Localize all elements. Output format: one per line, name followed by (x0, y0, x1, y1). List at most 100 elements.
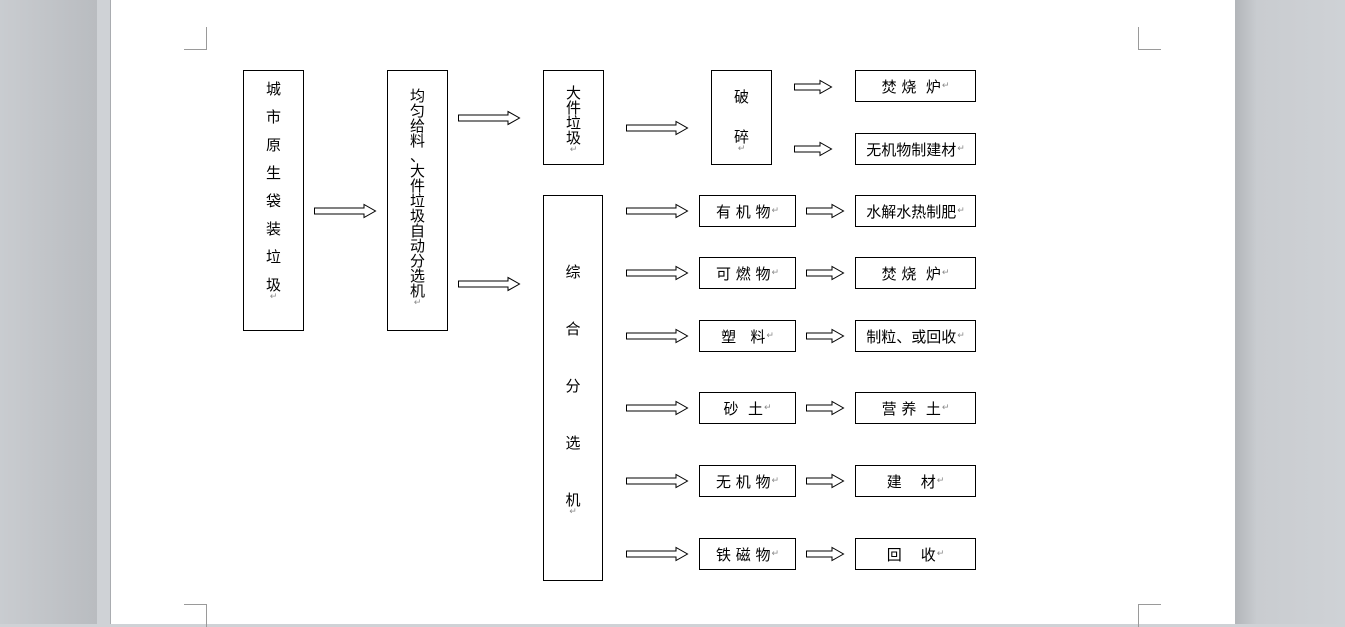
crop-mark-bottom-right (1138, 604, 1161, 627)
fraction-label: 砂 土 (723, 399, 763, 418)
crop-mark-top-left (184, 27, 207, 50)
product-box-recycle: 回 收↵ (855, 538, 976, 570)
vertical-text-char: 垃 (409, 192, 425, 210)
arrow-icon (626, 328, 689, 344)
paragraph-mark-icon: ↵ (569, 507, 577, 517)
vertical-text-char: 匀 (409, 102, 425, 120)
arrow-icon (626, 203, 689, 219)
arrow-icon (458, 110, 521, 126)
product-label: 回 收 (886, 545, 936, 564)
vertical-text-char: 动 (409, 237, 425, 255)
paragraph-mark-icon: ↵ (941, 268, 950, 278)
fraction-label: 无 机 物 (715, 472, 771, 491)
fraction-box-organic: 有 机 物↵ (699, 195, 796, 227)
vertical-text-char: 圾 (265, 276, 281, 294)
arrow-icon (806, 400, 845, 416)
vertical-text-char: 选 (565, 434, 581, 452)
paragraph-mark-icon: ↵ (957, 331, 965, 341)
product-box-nutrient-soil: 营 养 土↵ (855, 392, 976, 424)
fraction-box-sand-soil: 砂 土↵ (699, 392, 796, 424)
vertical-text-char: 原 (265, 136, 281, 154)
arrow-icon (626, 265, 689, 281)
crusher-box: 破碎↵ (711, 70, 772, 165)
vertical-text-char: 机 (409, 282, 425, 300)
vertical-text-char: 圾 (565, 129, 581, 147)
paragraph-mark-icon: ↵ (936, 476, 945, 486)
product-box-fertilizer: 水解水热制肥↵ (855, 195, 976, 227)
bulky-output-building-material-box: 无机物制建材↵ (855, 133, 976, 165)
vertical-text-char: 碎 (733, 128, 749, 146)
product-box-pelletize: 制粒、或回收↵ (855, 320, 976, 352)
product-label: 营 养 土 (881, 399, 941, 418)
fraction-label: 铁 磁 物 (715, 545, 771, 564)
fraction-box-plastic: 塑 料↵ (699, 320, 796, 352)
bulky-waste-box: 大件垃圾↵ (543, 70, 604, 165)
arrow-icon (794, 79, 833, 95)
vertical-text-char: 件 (409, 177, 425, 195)
arrow-icon (806, 473, 845, 489)
fraction-label: 塑 料 (721, 327, 766, 346)
vertical-text-char: 选 (409, 267, 425, 285)
comprehensive-sorter-box: 综合分选机↵ (543, 195, 603, 581)
arrow-icon (806, 546, 845, 562)
crop-mark-bottom-left (184, 604, 207, 627)
paragraph-mark-icon: ↵ (957, 144, 965, 154)
left-workspace-margin (0, 0, 97, 624)
paragraph-mark-icon: ↵ (269, 292, 278, 302)
paragraph-mark-icon: ↵ (941, 403, 950, 413)
arrow-icon (626, 473, 689, 489)
arrow-icon (626, 120, 689, 136)
vertical-text-char: 圾 (409, 207, 425, 225)
feeder-sorter-box: 均匀给料、大件垃圾自动分选机↵ (387, 70, 448, 331)
paragraph-mark-icon: ↵ (413, 298, 422, 308)
paragraph-mark-icon: ↵ (771, 206, 780, 216)
paragraph-mark-icon: ↵ (737, 144, 746, 154)
arrow-icon (458, 276, 521, 292)
product-box-incinerator: 焚 烧 炉↵ (855, 257, 976, 289)
paragraph-mark-icon: ↵ (764, 403, 772, 413)
vertical-text-char: 分 (565, 377, 581, 395)
vertical-text-char: 装 (265, 220, 281, 238)
paragraph-mark-icon: ↵ (936, 549, 945, 559)
vertical-text-char: 城 (265, 80, 281, 98)
bulky-output-incinerator-box: 焚 烧 炉↵ (855, 70, 976, 102)
arrow-icon (806, 203, 845, 219)
vertical-text-char: 生 (265, 164, 281, 182)
vertical-text-char: 垃 (565, 114, 581, 132)
product-box-building-material: 建 材↵ (855, 465, 976, 497)
product-label: 建 材 (886, 472, 936, 491)
vertical-text-char: 袋 (265, 192, 281, 210)
fraction-label: 有 机 物 (715, 202, 771, 221)
vertical-text-char: 给 (409, 117, 425, 135)
vertical-text-char: 垃 (265, 248, 281, 266)
vertical-text-char: 大 (409, 162, 425, 180)
arrow-icon (794, 141, 833, 157)
vertical-text-char: 分 (409, 252, 425, 270)
arrow-icon (314, 203, 377, 219)
bulky-output-label: 无机物制建材 (866, 140, 957, 159)
vertical-text-char: 、 (409, 147, 425, 165)
vertical-text-char: 自 (409, 222, 425, 240)
fraction-label: 可 燃 物 (715, 264, 771, 283)
right-workspace-margin (1235, 0, 1345, 624)
product-label: 水解水热制肥 (866, 202, 957, 221)
product-label: 制粒、或回收 (866, 327, 957, 346)
source-box: 城市原生袋装垃圾↵ (243, 70, 304, 331)
vertical-text-char: 件 (565, 99, 581, 117)
bulky-output-label: 焚 烧 炉 (881, 77, 941, 96)
paragraph-mark-icon: ↵ (957, 206, 965, 216)
product-label: 焚 烧 炉 (881, 264, 941, 283)
paragraph-mark-icon: ↵ (569, 145, 578, 155)
paragraph-mark-icon: ↵ (771, 549, 780, 559)
vertical-text-char: 破 (733, 88, 749, 106)
vertical-text-char: 均 (409, 87, 425, 105)
arrow-icon (626, 400, 689, 416)
arrow-icon (626, 546, 689, 562)
fraction-box-combustible: 可 燃 物↵ (699, 257, 796, 289)
paragraph-mark-icon: ↵ (766, 331, 774, 341)
vertical-text-char: 机 (565, 491, 581, 509)
paragraph-mark-icon: ↵ (771, 476, 780, 486)
crop-mark-top-right (1138, 27, 1161, 50)
vertical-text-char: 合 (565, 320, 581, 338)
vertical-text-char: 综 (565, 263, 581, 281)
